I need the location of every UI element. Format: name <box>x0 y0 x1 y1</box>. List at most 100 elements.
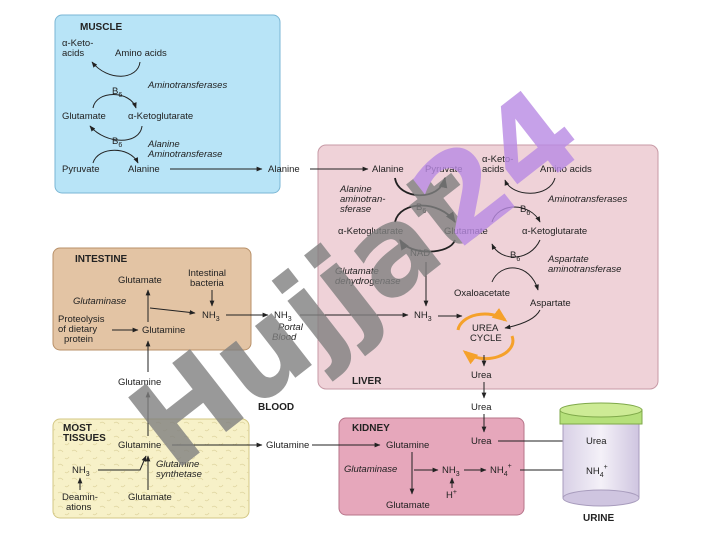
intestine-bacteria-line1: Intestinal <box>188 268 226 279</box>
tissues-glutamine: Glutamine <box>118 440 161 451</box>
liver-glutamate-dehydrogenase-curve <box>399 239 456 253</box>
liver-b6-left: B6 <box>416 202 426 215</box>
blood-alanine: Alanine <box>268 164 300 175</box>
kidney-box <box>338 417 525 516</box>
liver-alanine-aminotransferase-line1: Alanine <box>339 184 372 195</box>
kidney-hplus: H+ <box>446 489 457 501</box>
muscle-alanine-curve-bottom <box>92 149 139 164</box>
intestine-proteolysis-line3: protein <box>64 334 93 345</box>
tissues-nh3: NH3 <box>72 465 90 478</box>
muscle-alpha-ketoglutarate: α-Ketoglutarate <box>128 111 193 122</box>
liver-keto-acids-line2: acids <box>482 164 504 175</box>
liver-b6-aspartate: B6 <box>510 250 520 263</box>
liver-alanine-aminotransferase-line3: sferase <box>340 204 371 215</box>
arrow-nh3-to-glutamine <box>98 455 147 471</box>
urine-label: URINE <box>583 513 614 524</box>
muscle-keto-acids-line2: acids <box>62 48 84 59</box>
tissues-deaminations-line2: ations <box>66 502 92 513</box>
intestine-proteolysis-line1: Proteolysis <box>58 314 105 325</box>
liver-amino-acids: Amino acids <box>540 164 592 175</box>
liver-b6-right: B6 <box>520 204 530 217</box>
kidney-nh3: NH3 <box>442 465 460 478</box>
intestine-bacteria-line2: bacteria <box>190 278 225 289</box>
liver-aspartate-transamination-curve-bottom <box>491 267 539 291</box>
urea-cycle-arc-top <box>456 308 508 331</box>
intestine-nh3: NH3 <box>202 310 220 323</box>
liver-glutamate-dehydrogenase-line1: Glutamate <box>335 266 379 277</box>
intestine-title: INTESTINE <box>75 254 128 265</box>
arrow-aspartate-to-urea-cycle <box>504 309 541 330</box>
kidney-title: KIDNEY <box>352 423 390 434</box>
liver-alanine-to-pyruvate-curve <box>394 176 448 197</box>
tissues-glutamine-synthetase-line1: Glutamine <box>156 459 199 470</box>
muscle-alanine-aminotransferase-line1: Alanine <box>147 139 180 150</box>
blood-urea: Urea <box>471 402 492 413</box>
kidney-glutaminase: Glutaminase <box>344 464 397 475</box>
urea-cycle-arc-bottom <box>462 335 515 365</box>
intestine-glutamine: Glutamine <box>142 325 185 336</box>
tissues-title-line1: MOST <box>63 423 92 434</box>
muscle-title: MUSCLE <box>80 22 123 33</box>
liver-nad: NAD <box>410 248 430 259</box>
liver-aspartate: Aspartate <box>530 298 571 309</box>
portal-label-line1: Portal <box>278 322 304 333</box>
kidney-urea: Urea <box>471 436 492 447</box>
urine-urea: Urea <box>586 436 607 447</box>
liver-alanine: Alanine <box>372 164 404 175</box>
liver-keto-acids-line1: α-Keto- <box>482 154 513 165</box>
urea-cycle-label-line1: UREA <box>472 323 499 334</box>
tissues-title-line2: TISSUES <box>63 433 106 444</box>
muscle-alanine-aminotransferase-line2: Aminotransferase <box>147 149 222 160</box>
muscle-amino-acids: Amino acids <box>115 48 167 59</box>
muscle-keto-acids-line1: α-Keto- <box>62 38 93 49</box>
liver-title: LIVER <box>352 376 382 387</box>
blood-glutamine: Glutamine <box>266 440 309 451</box>
liver-aspartate-aminotransferase-line1: Aspartate <box>547 254 589 265</box>
tissues-glutamine-synthetase-line2: synthetase <box>156 469 202 480</box>
intestine-box <box>52 247 252 351</box>
kidney-glutamine: Glutamine <box>386 440 429 451</box>
kidney-nh4: NH4+ <box>490 463 512 478</box>
liver-glutamate: Glutamate <box>444 226 488 237</box>
liver-glutamate-akg-curve <box>491 206 541 223</box>
liver-urea: Urea <box>471 370 492 381</box>
intestine-glutaminase: Glutaminase <box>73 296 126 307</box>
liver-aspartate-transamination-curve-top <box>491 239 541 258</box>
urine-container <box>559 402 643 507</box>
liver-alpha-ketoglutarate-left: α-Ketoglutarate <box>338 226 403 237</box>
liver-oxaloacetate: Oxaloacetate <box>454 288 510 299</box>
portal-label-line2: Blood <box>272 332 297 343</box>
urea-cycle-label-line2: CYCLE <box>470 333 502 344</box>
muscle-pyruvate: Pyruvate <box>62 164 100 175</box>
intestine-glutamate: Glutamate <box>118 275 162 286</box>
tissues-texture <box>53 419 249 518</box>
tissues-glutamate: Glutamate <box>128 492 172 503</box>
blood-glutamine-mid: Glutamine <box>118 377 161 388</box>
liver-aminotransferases: Aminotransferases <box>547 194 627 205</box>
blood-label: BLOOD <box>258 402 294 413</box>
urine-nh4: NH4+ <box>586 464 608 479</box>
muscle-b6-bottom: B6 <box>112 136 122 149</box>
kidney-glutamate: Glutamate <box>386 500 430 511</box>
liver-pyruvate: Pyruvate <box>425 164 463 175</box>
portal-nh3: NH3 <box>274 310 292 323</box>
liver-aspartate-aminotransferase-line2: aminotransferase <box>548 264 621 275</box>
muscle-transamination-curve-top <box>91 61 141 77</box>
muscle-aminotransferases: Aminotransferases <box>147 80 227 91</box>
liver-alpha-ketoglutarate-right: α-Ketoglutarate <box>522 226 587 237</box>
muscle-box <box>54 14 281 194</box>
muscle-transamination-curve-bottom <box>92 94 137 109</box>
liver-keto-amino-curve <box>504 177 556 194</box>
arrow-glutaminase-to-nh3 <box>149 307 196 315</box>
tissues-deaminations-line1: Deamin- <box>62 492 98 503</box>
muscle-alanine-curve-top <box>89 125 143 141</box>
muscle-alanine: Alanine <box>128 164 160 175</box>
muscle-glutamate: Glutamate <box>62 111 106 122</box>
liver-nh3: NH3 <box>414 310 432 323</box>
liver-akg-to-glutamate-curve <box>394 204 456 223</box>
liver-glutamate-dehydrogenase-line2: dehydrogenase <box>335 276 401 287</box>
liver-alanine-aminotransferase-line2: aminotran- <box>340 194 385 205</box>
liver-box <box>317 144 659 390</box>
intestine-proteolysis-line2: of dietary <box>58 324 97 335</box>
